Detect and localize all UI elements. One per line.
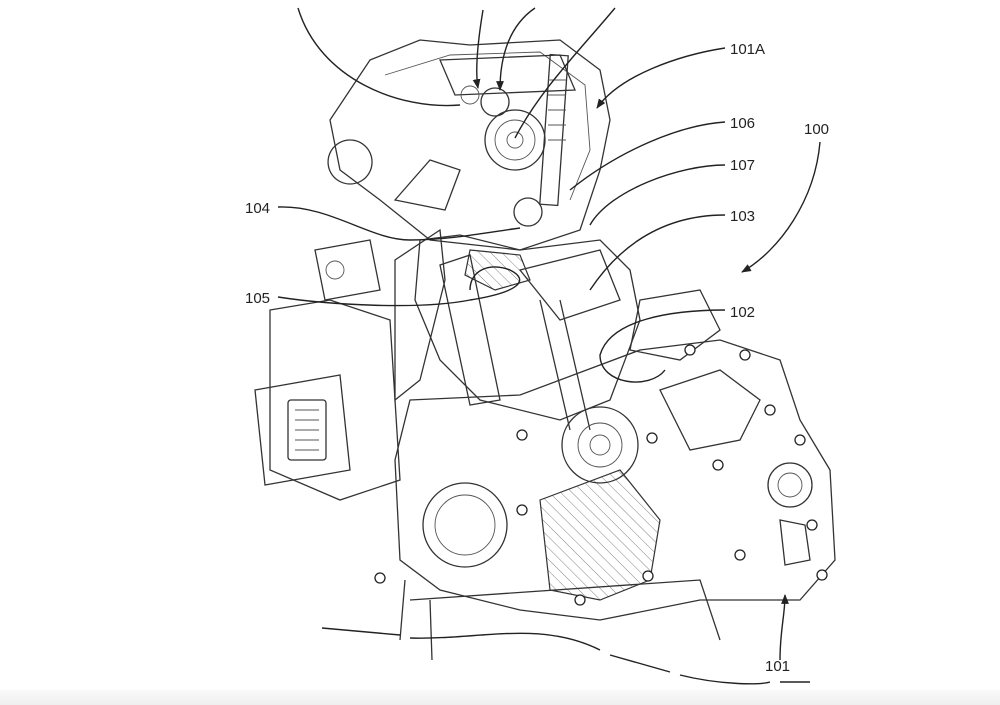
- bolts: [374, 344, 828, 606]
- label-107: 107: [730, 157, 755, 174]
- crankcase: [394, 289, 836, 661]
- label-103: 103: [730, 208, 755, 225]
- label-104: 104: [245, 200, 270, 217]
- label-105: 105: [245, 290, 270, 307]
- label-106: 106: [730, 115, 755, 132]
- label-101: 101: [765, 658, 790, 675]
- cylinder-head: [327, 39, 611, 251]
- cylinder-block: [414, 234, 641, 431]
- electronic-control-unit: [254, 228, 446, 501]
- label-101a: 101A: [730, 41, 765, 58]
- label-100: 100: [804, 121, 829, 138]
- leader-lines: [277, 7, 821, 685]
- label-102: 102: [730, 304, 755, 321]
- bottom-bar: [0, 690, 1000, 705]
